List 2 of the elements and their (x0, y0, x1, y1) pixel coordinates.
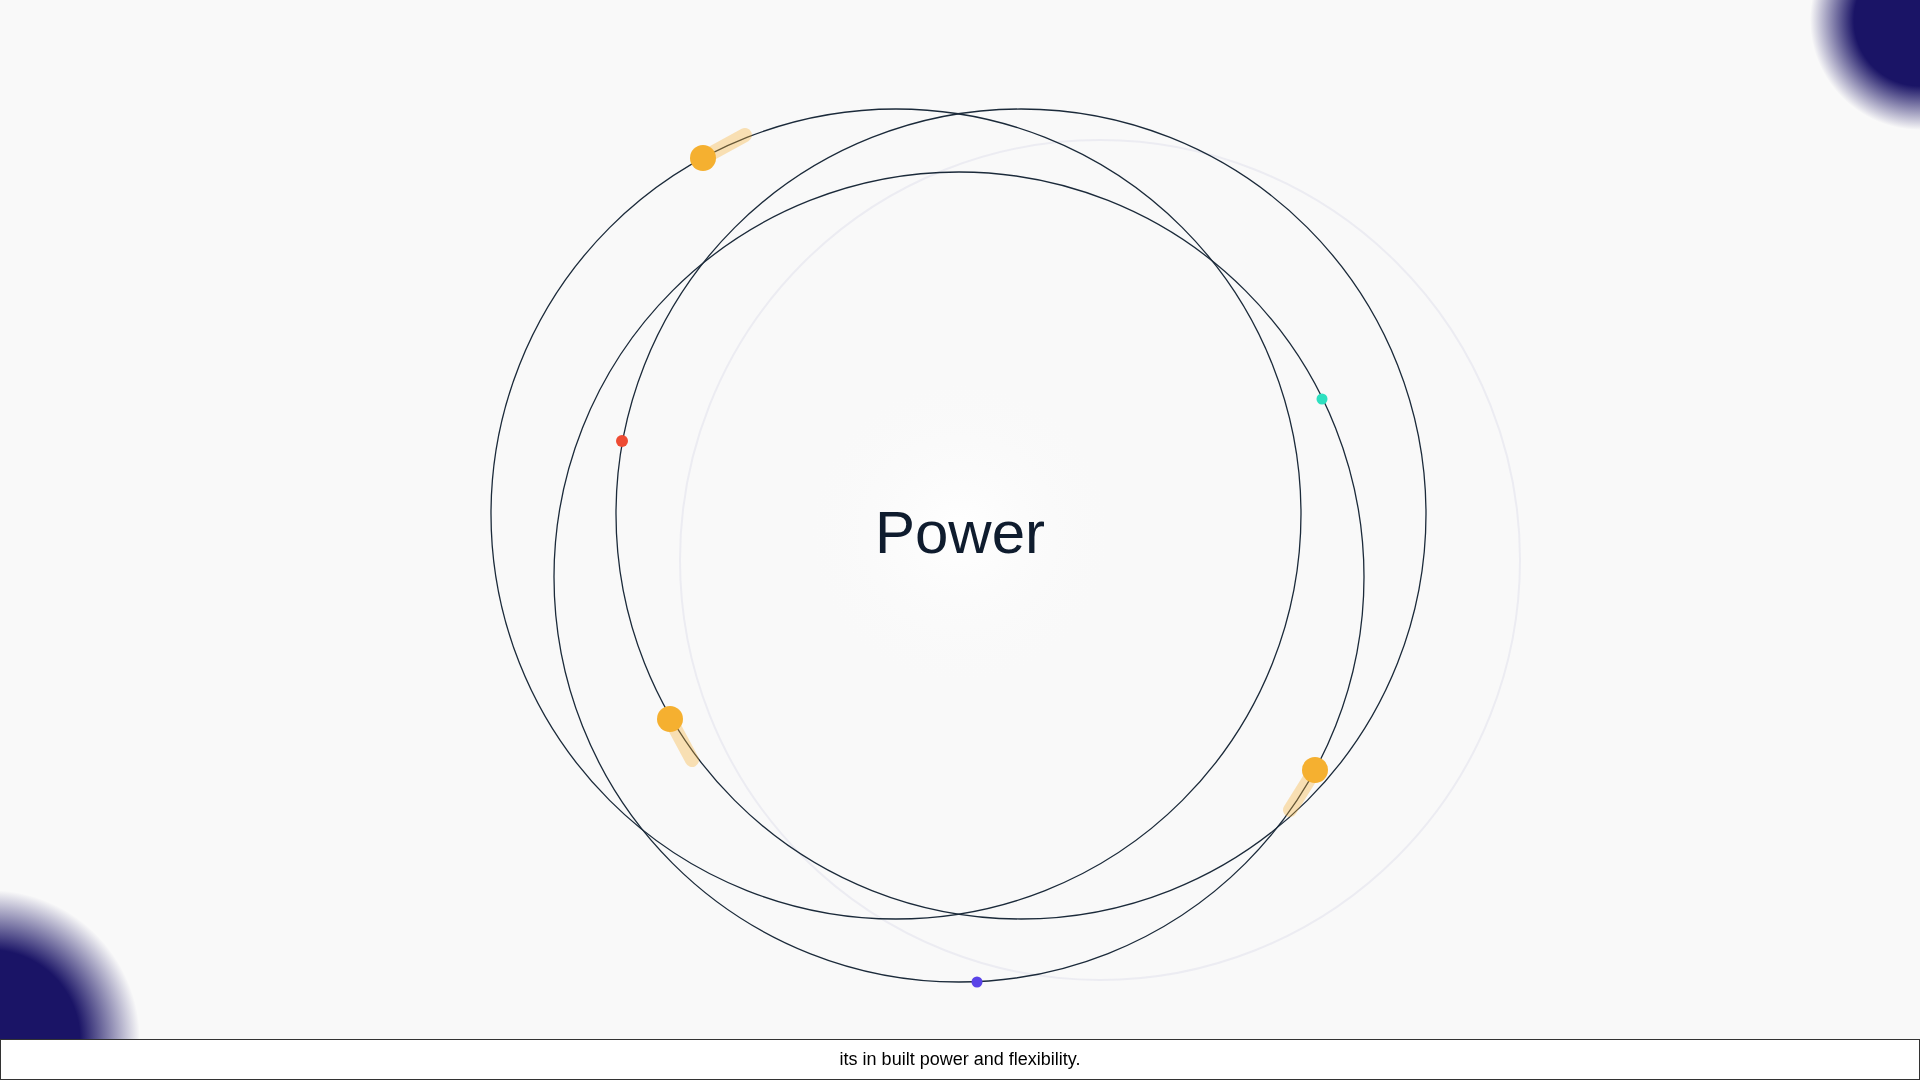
subtitle-text: its in built power and flexibility. (839, 1048, 1081, 1071)
title: Power (874, 498, 1046, 568)
